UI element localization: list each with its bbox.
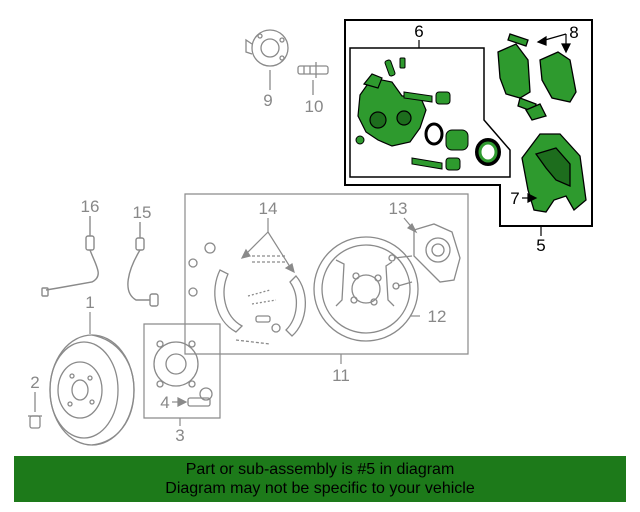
banner-line-2: Diagram may not be specific to your vehi…	[165, 480, 475, 497]
brake-shoes-part-14[interactable]	[188, 242, 307, 345]
label-part-5[interactable]: 5	[536, 236, 545, 255]
assembly-6-outline	[349, 47, 511, 178]
label-part-10[interactable]: 10	[305, 97, 324, 116]
label-part-8[interactable]: 8	[569, 23, 578, 42]
brake-hose-part-16[interactable]	[41, 216, 99, 297]
assembly-11-outline	[184, 193, 469, 355]
label-part-16[interactable]: 16	[81, 197, 100, 216]
hub-part-3[interactable]	[153, 340, 199, 388]
assembly-5-leaders	[418, 33, 571, 236]
label-part-13[interactable]: 13	[389, 199, 408, 218]
assembly-5-outline	[344, 19, 593, 227]
label-part-4[interactable]: 4	[160, 393, 169, 412]
caliper-bracket-part[interactable]	[521, 133, 587, 213]
bolt-part-2[interactable]	[28, 392, 42, 429]
part-4-leader	[172, 397, 188, 407]
brake-pads-part[interactable]	[497, 33, 577, 121]
label-part-14[interactable]: 14	[259, 199, 278, 218]
part-14-leaders	[240, 218, 295, 274]
caliper-hardware[interactable]	[355, 57, 501, 171]
label-part-12[interactable]: 12	[428, 307, 447, 326]
assembly-3-outline	[143, 323, 221, 419]
label-part-9[interactable]: 9	[263, 91, 272, 110]
backing-plate-part-12[interactable]	[313, 236, 419, 342]
actuator-part-13[interactable]	[388, 223, 461, 290]
label-part-1[interactable]: 1	[85, 293, 94, 312]
info-banner: Part or sub-assembly is #5 in diagram Di…	[14, 456, 626, 502]
stud-part-10[interactable]	[297, 62, 329, 95]
hub-part-9[interactable]	[245, 29, 289, 90]
caliper-part[interactable]	[357, 73, 427, 147]
part-13-leader	[403, 217, 418, 234]
brake-hose-part-15[interactable]	[127, 222, 159, 307]
label-part-15[interactable]: 15	[133, 203, 152, 222]
banner-line-1: Part or sub-assembly is #5 in diagram	[185, 461, 455, 478]
brake-drum-part-1[interactable]	[49, 334, 135, 446]
label-part-3[interactable]: 3	[175, 426, 184, 445]
label-part-6[interactable]: 6	[414, 22, 423, 41]
label-part-2[interactable]: 2	[30, 373, 39, 392]
label-part-7[interactable]: 7	[510, 189, 519, 208]
label-part-11[interactable]: 11	[332, 366, 350, 385]
bolt-part-4[interactable]	[187, 387, 213, 407]
